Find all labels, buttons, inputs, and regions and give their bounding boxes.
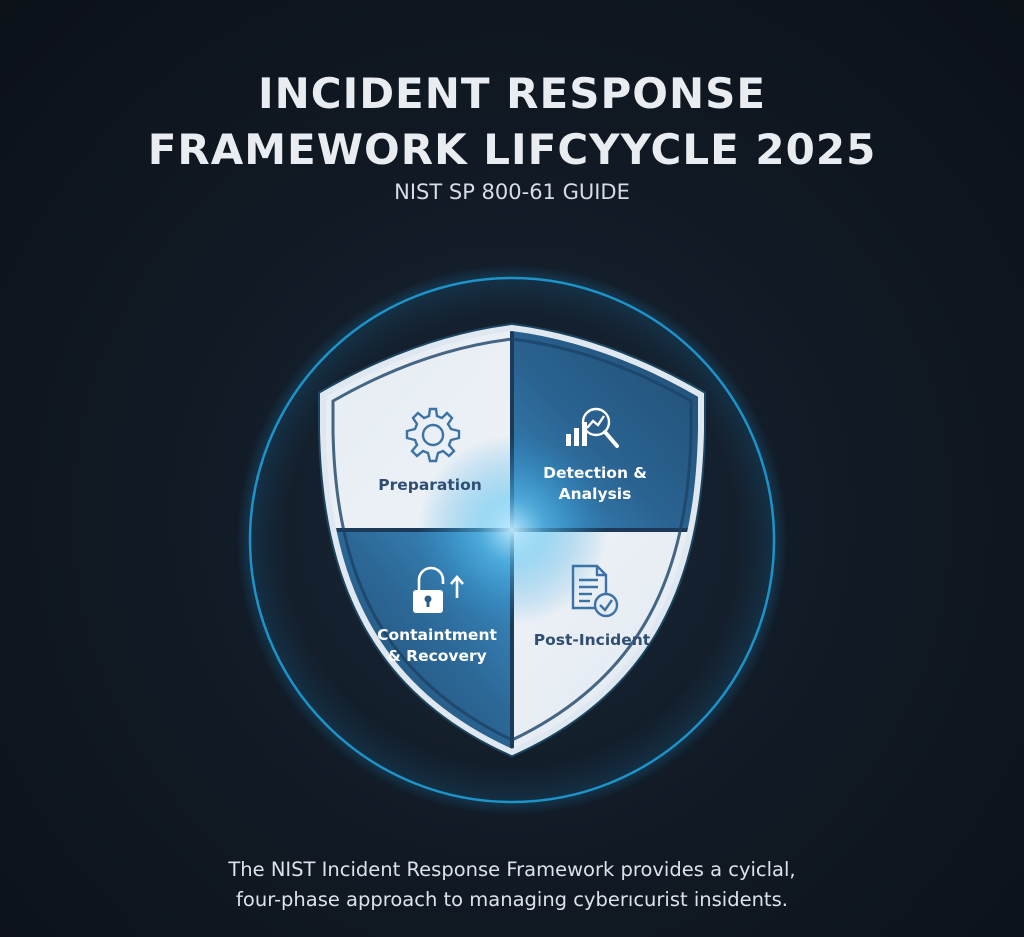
title-line-1: INCIDENT RESPONSE xyxy=(257,69,767,118)
center-glow xyxy=(417,435,607,625)
detection-label-line-2: Analysis xyxy=(558,485,632,503)
gear-icon xyxy=(405,407,461,463)
quadrant-label-containment: Containtment & Recovery xyxy=(362,625,512,667)
magnifier-chart-icon xyxy=(566,407,619,448)
quadrant-label-preparation: Preparation xyxy=(355,475,505,496)
detection-label-line-1: Detection & xyxy=(543,464,647,482)
containment-label-line-2: & Recovery xyxy=(387,647,487,665)
shield-outline-outer xyxy=(320,324,704,756)
containment-label-line-1: Containtment xyxy=(377,626,497,644)
subtitle: NIST SP 800-61 GUIDE xyxy=(394,180,630,204)
quadrant-label-post-incident: Post-Incident xyxy=(517,630,667,651)
unlock-icon xyxy=(413,566,464,613)
post-incident-label: Post-Incident xyxy=(533,631,651,649)
caption-line-1: The NIST Incident Response Framework pro… xyxy=(228,858,796,881)
caption-line-2: four-phase approach to managing cyberıcu… xyxy=(236,888,788,911)
outer-ring xyxy=(248,276,776,804)
preparation-label: Preparation xyxy=(378,476,482,494)
shield-outline-inner xyxy=(331,337,693,742)
quadrant-label-detection: Detection & Analysis xyxy=(520,463,670,505)
title-line-2: FRAMEWORK LIFCYYCLE 2025 xyxy=(147,125,877,174)
document-check-icon xyxy=(571,564,619,618)
